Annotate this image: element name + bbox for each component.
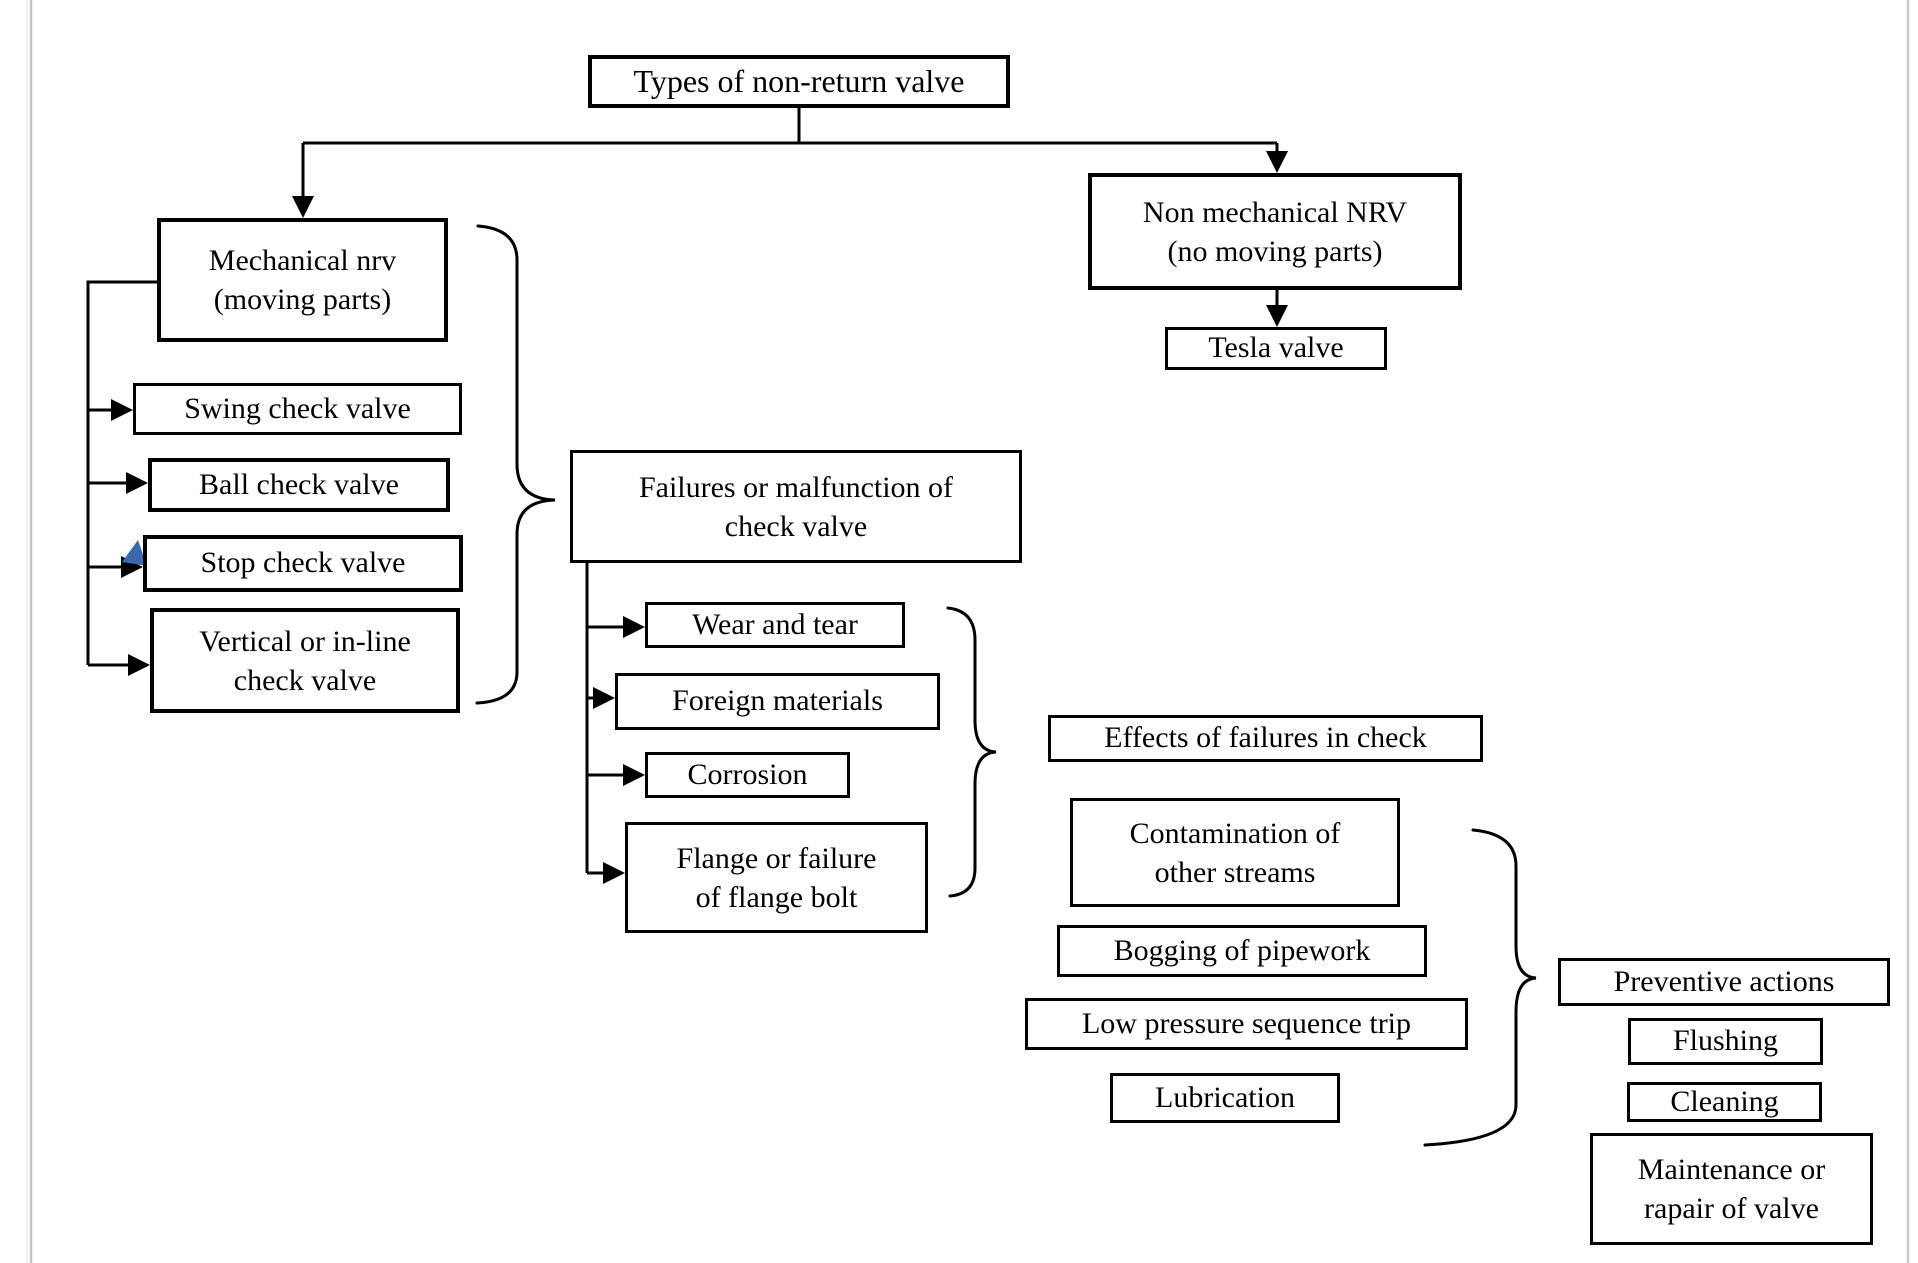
connector-mechanical-rail xyxy=(86,280,157,665)
node-flushing: Flushing xyxy=(1628,1018,1823,1065)
brace-effects-to-preventive xyxy=(1423,828,1537,1147)
node-stop-check-valve: Stop check valve xyxy=(143,535,463,592)
arrowhead-mechanical xyxy=(292,196,314,218)
node-swing-check-valve: Swing check valve xyxy=(133,383,462,435)
braces xyxy=(475,224,1537,1147)
node-wear-and-tear: Wear and tear xyxy=(645,602,905,648)
arrowhead-non-mechanical xyxy=(1266,151,1288,173)
arrowhead-foreign xyxy=(593,687,615,709)
tree-connectors xyxy=(86,108,1279,875)
blue-accent-triangle xyxy=(122,540,147,566)
node-vertical-inline-check-valve: Vertical or in-line check valve xyxy=(150,608,460,713)
node-corrosion: Corrosion xyxy=(645,752,850,798)
node-preventive-actions: Preventive actions xyxy=(1558,958,1890,1006)
arrowhead-flange xyxy=(603,862,625,884)
arrowheads xyxy=(111,151,1288,884)
node-foreign-materials: Foreign materials xyxy=(615,673,940,730)
arrowhead-wear xyxy=(623,616,645,638)
node-bogging-of-pipework: Bogging of pipework xyxy=(1057,925,1427,977)
node-tesla-valve: Tesla valve xyxy=(1165,327,1387,370)
arrowhead-ball xyxy=(126,472,148,494)
node-failures-or-malfunction: Failures or malfunction of check valve xyxy=(570,450,1022,563)
arrowhead-vertical-inline xyxy=(128,654,150,676)
node-contamination-other-streams: Contamination of other streams xyxy=(1070,798,1400,907)
node-mechanical-nrv: Mechanical nrv (moving parts) xyxy=(157,218,448,342)
arrowhead-tesla xyxy=(1266,305,1288,327)
node-ball-check-valve: Ball check valve xyxy=(148,458,450,512)
node-low-pressure-sequence-trip: Low pressure sequence trip xyxy=(1025,998,1468,1050)
node-flange-failure: Flange or failure of flange bolt xyxy=(625,822,928,933)
brace-failures-to-effects xyxy=(946,606,997,898)
node-types-of-non-return-valve: Types of non-return valve xyxy=(588,55,1010,108)
node-maintenance-repair: Maintenance or rapair of valve xyxy=(1590,1133,1873,1245)
arrowhead-swing xyxy=(111,399,133,421)
brace-mechanical-to-failures xyxy=(475,224,556,705)
page-border-lines xyxy=(26,0,1910,1263)
node-non-mechanical-nrv: Non mechanical NRV (no moving parts) xyxy=(1088,173,1462,290)
node-lubrication: Lubrication xyxy=(1110,1073,1340,1123)
node-cleaning: Cleaning xyxy=(1627,1082,1822,1122)
arrowhead-corrosion xyxy=(623,764,645,786)
node-effects-of-failures: Effects of failures in check xyxy=(1048,715,1483,762)
